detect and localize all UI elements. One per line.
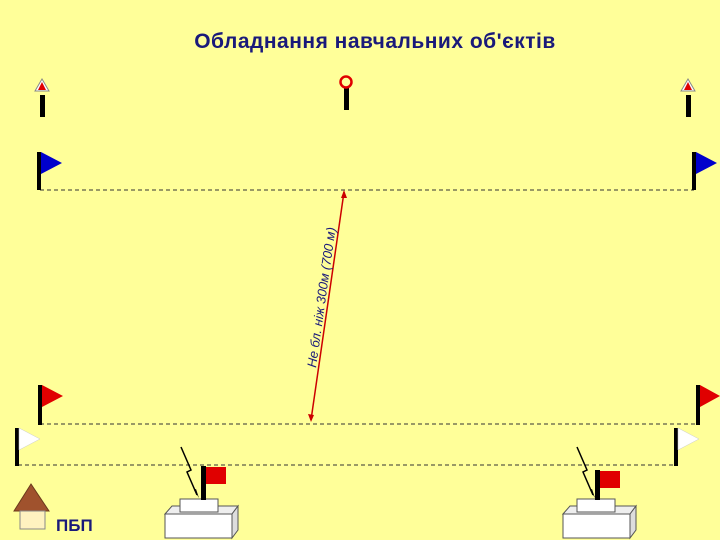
right-white-flag — [674, 427, 700, 466]
distance-label: Не бл. ніж 300м (700 м) — [304, 226, 339, 368]
left-white-flag — [15, 427, 41, 466]
left-blue-flag — [37, 152, 62, 190]
distance-line — [310, 191, 345, 421]
left-target-position — [163, 446, 239, 540]
left-red-flag — [38, 385, 63, 425]
right-top-marker — [680, 78, 696, 117]
right-red-flag — [696, 385, 720, 425]
pbp-label: ПБП — [56, 516, 93, 535]
page-title: Обладнання навчальних об'єктів — [194, 30, 556, 53]
pbp-hut-icon — [13, 483, 50, 530]
distance-arrow-bottom — [308, 414, 314, 422]
distance-arrow-top — [341, 190, 347, 198]
left-top-marker — [34, 78, 50, 117]
right-blue-flag — [692, 152, 717, 190]
center-top-marker — [339, 75, 353, 110]
right-target-position — [561, 446, 637, 540]
